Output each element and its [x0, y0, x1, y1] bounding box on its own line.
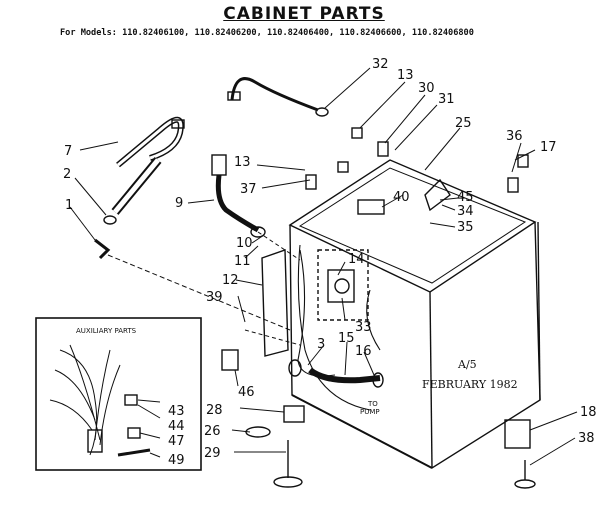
callout-13: 13	[397, 68, 414, 83]
callout-49: 49	[168, 453, 185, 468]
callout-15: 15	[338, 331, 355, 346]
callout-25: 25	[455, 116, 472, 131]
inset-title: AUXILIARY PARTS	[76, 327, 137, 335]
callout-28: 28	[206, 403, 223, 418]
callout-2: 2	[63, 167, 71, 182]
callout-10: 10	[236, 236, 253, 251]
fasteners	[171, 119, 536, 489]
callout-31: 31	[438, 92, 455, 107]
callout-44: 44	[168, 419, 185, 434]
callout-33: 33	[355, 320, 372, 335]
callout-30: 30	[418, 81, 435, 96]
callout-3: 3	[317, 337, 325, 352]
cord-part	[227, 77, 329, 117]
page-title: CABINET PARTS	[223, 4, 385, 24]
stamp-date: FEBRUARY 1982	[422, 378, 518, 391]
callout-36: 36	[506, 129, 523, 144]
callout-16: 16	[355, 344, 372, 359]
callout-18: 18	[580, 405, 597, 420]
callout-numbers: 32 13 30 31 7 25 36 17 2 13 37 40 45 34 …	[63, 57, 597, 468]
pump-label-pump: PUMP	[360, 408, 380, 416]
callout-32: 32	[372, 57, 389, 72]
callout-13b: 13	[234, 155, 251, 170]
callout-34: 34	[457, 204, 474, 219]
leader-lines	[69, 67, 578, 466]
callout-12: 12	[222, 273, 239, 288]
bracket-part	[244, 249, 301, 357]
model-numbers: For Models: 110.82406100, 110.82406200, …	[60, 28, 474, 38]
callout-35: 35	[457, 220, 474, 235]
callout-1: 1	[65, 198, 73, 213]
callout-46: 46	[238, 385, 255, 400]
callout-26: 26	[204, 424, 221, 439]
callout-29: 29	[204, 446, 221, 461]
callout-37: 37	[240, 182, 257, 197]
callout-14: 14	[348, 252, 365, 267]
callout-43: 43	[168, 404, 185, 419]
auxiliary-parts-inset	[35, 317, 202, 471]
callout-38: 38	[578, 431, 595, 446]
stamp-line-1: A/5	[457, 358, 477, 371]
callout-45: 45	[457, 190, 474, 205]
callout-11: 11	[234, 254, 251, 269]
callout-39: 39	[206, 290, 223, 305]
callout-47: 47	[168, 434, 185, 449]
callout-7: 7	[64, 144, 72, 159]
pump-hose-part	[288, 359, 384, 388]
callout-40: 40	[393, 190, 410, 205]
cabinet-body	[288, 159, 541, 469]
callout-17: 17	[540, 140, 557, 155]
callout-9: 9	[175, 196, 183, 211]
hose-part	[94, 116, 291, 331]
fill-hose-part	[211, 154, 301, 261]
pump-label-to: TO	[367, 400, 378, 408]
